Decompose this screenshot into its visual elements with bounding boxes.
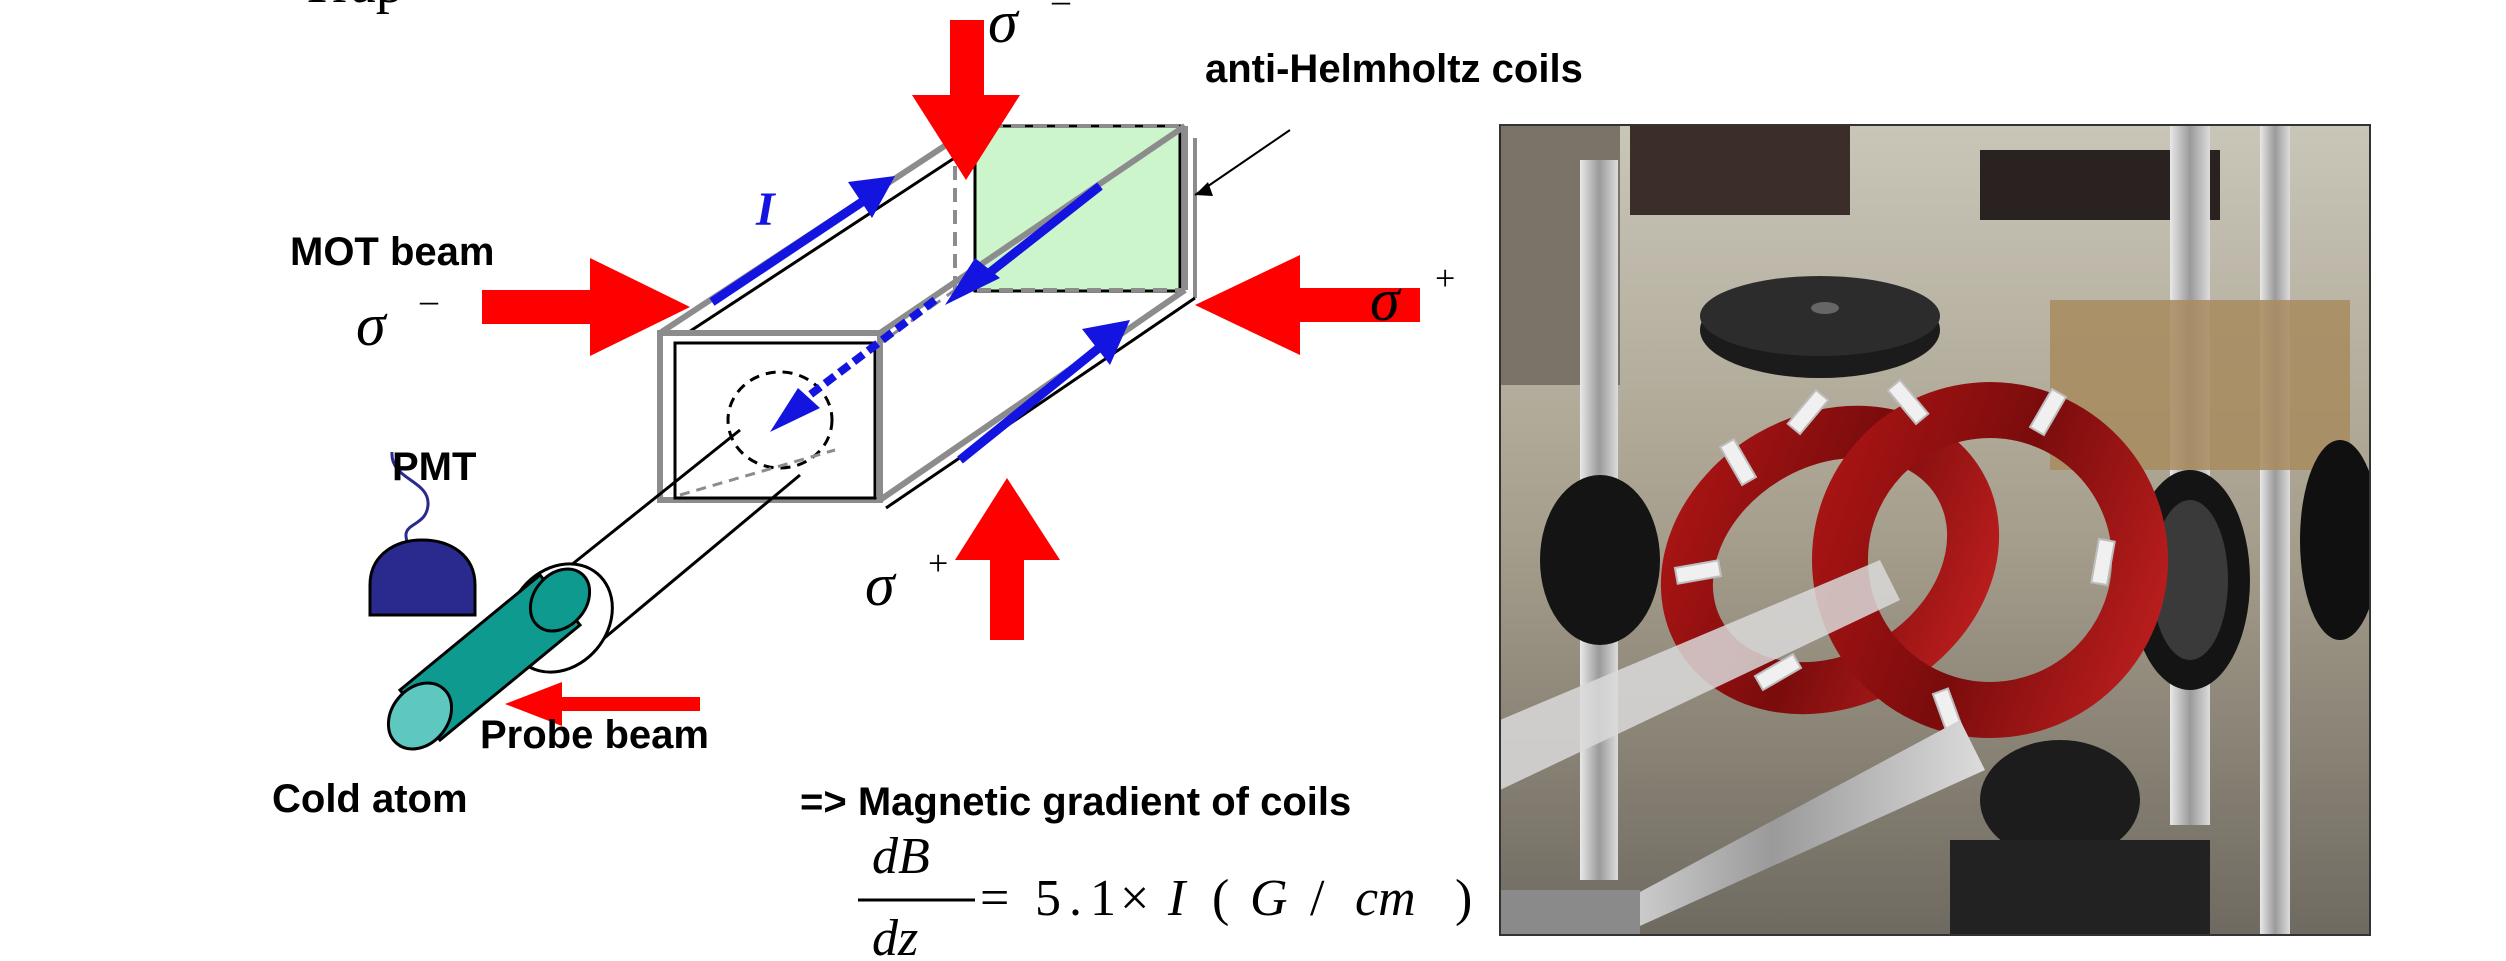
current-arrowhead-bottom-right	[1082, 320, 1130, 365]
pmt-label: PMT	[392, 445, 476, 489]
mot-beam-arrows	[482, 20, 1420, 726]
current-arrowhead-back	[945, 258, 1000, 305]
bottom-right-rail	[878, 287, 1187, 503]
equation-numerator: dB	[872, 828, 930, 885]
sigma-left-sup: –	[419, 280, 439, 320]
cold-atom-label: Cold atom	[272, 777, 468, 821]
beam-right-head	[1195, 255, 1300, 355]
sigma-right-sup: +	[1435, 258, 1455, 298]
equation-times: ×	[1120, 870, 1149, 927]
beam-bottom-head	[955, 478, 1060, 560]
equation-open-paren: (	[1212, 870, 1229, 927]
photo-coil-right	[1812, 382, 2168, 738]
sigma-top-sup: –	[1051, 0, 1071, 20]
equation-coefficient: 5.1	[1035, 870, 1124, 927]
photo-frame	[1499, 124, 2371, 936]
cold-atom-end	[386, 681, 454, 751]
equation-lead: => Magnetic gradient of coils	[800, 780, 1351, 824]
photo-left-mount	[1540, 475, 1660, 645]
sigma-right: σ +	[1370, 258, 1455, 333]
pmt-cable	[390, 451, 430, 549]
current-label: I	[755, 183, 777, 236]
sigma-bottom-sup: +	[928, 543, 948, 583]
beam-right-shaft	[1280, 288, 1420, 322]
sigma-bottom: σ +	[865, 543, 948, 618]
current-arrowhead-top-left	[848, 176, 895, 218]
photo-top-mount	[1630, 125, 1850, 215]
equation-slash: /	[1310, 870, 1325, 927]
current-arrowhead-dotted	[770, 388, 820, 432]
sigma-top-symbol: σ	[988, 0, 1020, 55]
coil-box	[657, 123, 1197, 510]
gradient-equation: => Magnetic gradient of coils dB dz = 5.…	[800, 780, 1472, 961]
photo-lower-rod	[1560, 720, 1985, 935]
equation-unit-g: G	[1250, 870, 1288, 927]
sigma-left: σ –	[356, 280, 439, 358]
current-arrows: I	[709, 176, 1130, 464]
probe-beam-shaft	[560, 697, 700, 711]
probe-beam-label: Probe beam	[480, 713, 709, 757]
anti-helmholtz-label: anti-Helmholtz coils	[1205, 47, 1583, 91]
probe-beam-head	[505, 682, 562, 726]
current-segment-bottom-right	[957, 331, 1118, 464]
beam-top-head	[912, 95, 1020, 180]
pmt-detector	[368, 451, 477, 617]
sigma-left-symbol: σ	[356, 292, 388, 358]
current-segment-back	[967, 182, 1103, 292]
atom-cloud-outline	[726, 370, 834, 470]
sigma-top: σ –	[988, 0, 1071, 55]
equation-unit-cm: cm	[1355, 870, 1416, 927]
equation-denominator: dz	[872, 910, 918, 961]
equation-variable: I	[1167, 870, 1188, 927]
photo-glass-tube	[1500, 560, 1900, 790]
top-cut-text: Trap	[300, 0, 404, 15]
coil-photo	[1499, 124, 2371, 936]
sigma-right-symbol: σ	[1370, 267, 1402, 333]
equation-close-paren: )	[1455, 870, 1472, 927]
equation-equals: =	[980, 870, 1009, 927]
mot-beam-label: MOT beam	[290, 230, 494, 274]
anti-helmholtz-pointer	[1194, 129, 1291, 196]
pmt-body	[368, 538, 477, 617]
cold-atom-cylinder	[386, 567, 592, 751]
beam-left-head	[590, 258, 690, 356]
current-segment-top-left	[709, 186, 883, 306]
current-segment-dotted	[787, 296, 938, 414]
sigma-bottom-symbol: σ	[865, 552, 897, 618]
